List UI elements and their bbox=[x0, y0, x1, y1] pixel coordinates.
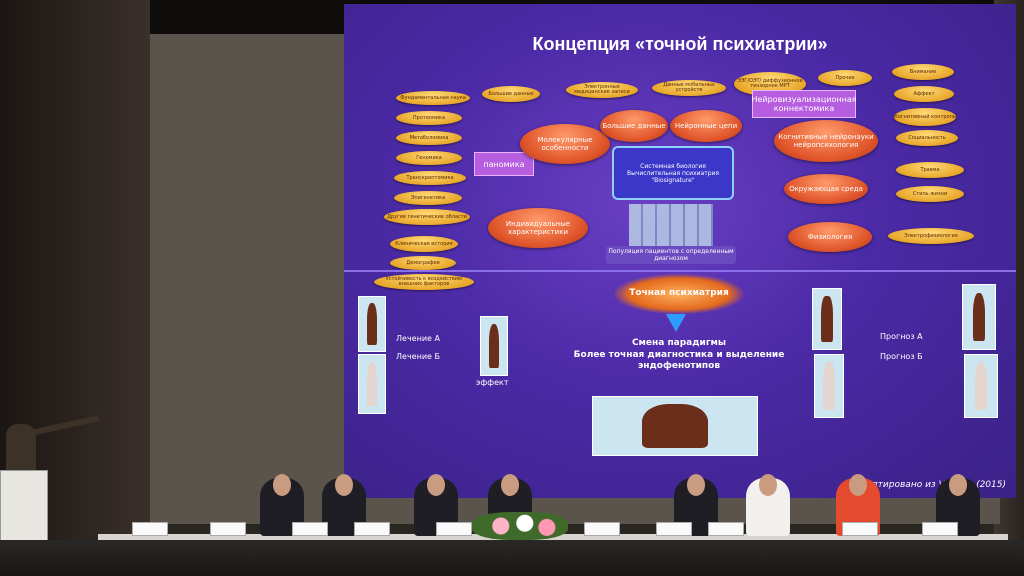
nameplate bbox=[436, 522, 472, 536]
pill-lifestyle: Стиль жизни bbox=[896, 186, 964, 202]
pill-epigenetics: Эпигенетика bbox=[394, 191, 462, 205]
pill-proteomics: Протеомика bbox=[396, 111, 462, 125]
oval-molecular: Молекулярные особенности bbox=[520, 124, 610, 164]
neuro-box: Нейровизуализационная коннектомика bbox=[751, 90, 857, 118]
figure-effect bbox=[480, 316, 508, 376]
panelist-8 bbox=[936, 474, 980, 536]
figure-left-top bbox=[358, 296, 386, 352]
center-line3: "Biosignature" bbox=[651, 176, 695, 184]
pill-fundamental: Фундаментальная наука bbox=[396, 91, 470, 105]
slide: Концепция «точной психиатрии» Фундамента… bbox=[344, 4, 1016, 498]
podium bbox=[0, 470, 48, 542]
pill-cognitive-control: Когнитивный контроль bbox=[894, 108, 956, 126]
pill-demography: Демография bbox=[390, 256, 456, 270]
figure-far-right-b bbox=[964, 354, 998, 418]
oval-neural: Нейронные цепи bbox=[670, 110, 742, 142]
down-arrow-icon bbox=[666, 314, 686, 332]
precision-psychiatry-burst: Точная психиатрия bbox=[614, 274, 744, 314]
paradigm-text: Более точная диагностика и выделение энд… bbox=[573, 349, 785, 372]
treatment-b-label: Лечение Б bbox=[396, 352, 440, 361]
nameplate bbox=[584, 522, 620, 536]
pill-mobile: Данные мобильных устройств bbox=[652, 80, 726, 96]
oval-cognitive: Когнитивные нейронауки нейропсихология bbox=[774, 120, 878, 162]
figure-far-right-a bbox=[962, 284, 996, 350]
pill-clinical-history: Клиническая история bbox=[390, 236, 458, 252]
nameplate bbox=[354, 522, 390, 536]
center-line1: Системная биология bbox=[640, 162, 706, 170]
pill-other-top: Прочее bbox=[818, 70, 872, 86]
figure-right-b bbox=[814, 354, 844, 418]
pill-trauma: Травма bbox=[896, 162, 964, 178]
center-line2: Вычислительная психиатрия bbox=[626, 169, 720, 177]
endophenotype-strip bbox=[592, 396, 758, 456]
nameplate bbox=[292, 522, 328, 536]
pill-attention: Внимание bbox=[892, 64, 954, 80]
prognosis-a-label: Прогноз А bbox=[880, 332, 923, 341]
pill-affect: Аффект bbox=[894, 86, 954, 102]
flower-arrangement bbox=[472, 512, 568, 540]
panelist-6 bbox=[746, 474, 790, 536]
pill-genomics: Геномика bbox=[396, 151, 462, 165]
slide-title: Концепция «точной психиатрии» bbox=[532, 34, 828, 54]
figure-left-bottom bbox=[358, 354, 386, 414]
oval-physiology: Физиология bbox=[788, 222, 872, 252]
nameplate bbox=[210, 522, 246, 536]
systems-biology-box: Системная биология Вычислительная психиа… bbox=[612, 146, 734, 200]
pill-resistance: Устойчивость к воздействию внешних факто… bbox=[374, 274, 474, 290]
pill-sociality: Социальность bbox=[896, 130, 958, 146]
pill-metabolomics: Метаболомика bbox=[396, 131, 462, 145]
pill-other-genetic: Другие генетические области bbox=[384, 209, 470, 225]
oval-environment: Окружающая среда bbox=[784, 174, 868, 204]
treatment-a-label: Лечение А bbox=[396, 334, 440, 343]
nameplate bbox=[656, 522, 692, 536]
slide-credit: Адаптировано из Vieta E. (2015) bbox=[853, 480, 1006, 490]
nameplate bbox=[132, 522, 168, 536]
section-divider bbox=[344, 270, 1016, 272]
patient-grid bbox=[629, 204, 713, 250]
pill-ehr: Электронные медицинские записи bbox=[566, 82, 638, 98]
pill-electrophysiology: Электрофизиология bbox=[888, 228, 974, 244]
oval-big-data: Большие данные bbox=[600, 110, 668, 142]
nameplate bbox=[842, 522, 878, 536]
prognosis-b-label: Прогноз Б bbox=[880, 352, 923, 361]
omics-box: панoмика bbox=[474, 152, 534, 176]
effect-label: эффект bbox=[476, 378, 509, 387]
pill-top-bigdata: Большие данные bbox=[482, 86, 540, 102]
oval-individual: Индивидуальные характеристики bbox=[488, 208, 588, 248]
figure-right-a bbox=[812, 288, 842, 350]
patients-label: Популяция пациентов с определенным диагн… bbox=[606, 246, 736, 264]
paradigm-block: Смена парадигмы Более точная диагностика… bbox=[554, 338, 804, 373]
pill-transcriptomics: Транскриптомика bbox=[394, 171, 466, 185]
nameplate bbox=[708, 522, 744, 536]
nameplate bbox=[922, 522, 958, 536]
table-front bbox=[0, 540, 1024, 576]
paradigm-title: Смена парадигмы bbox=[631, 338, 727, 348]
